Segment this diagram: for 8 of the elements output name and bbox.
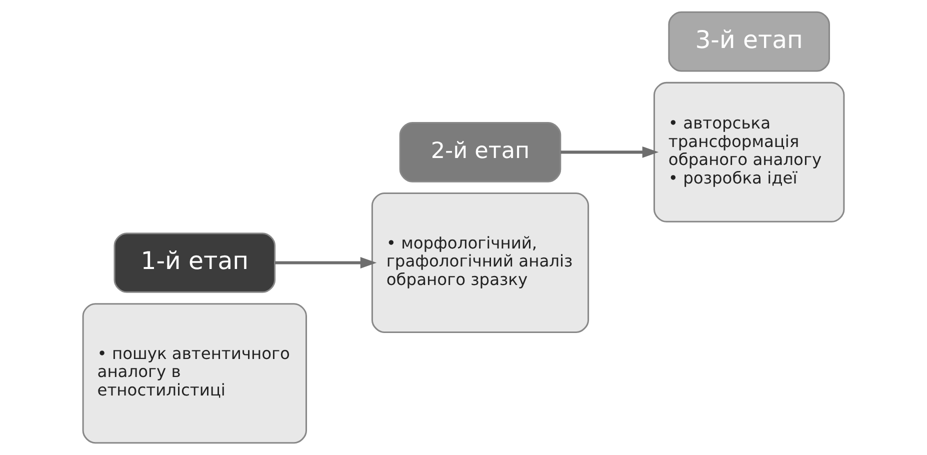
arrow — [560, 146, 659, 158]
node-box: • пошук автентичного аналогу в етностилістиці — [82, 303, 307, 444]
node-box: 3-й етап — [668, 11, 830, 72]
node-box: 2-й етап — [399, 122, 562, 182]
arrow — [275, 257, 377, 268]
node-box: • морфологічний, графологічний аналіз обраного зразку — [371, 192, 590, 333]
node-box: • авторська трансформація обраного аналогу • розробка ідеї — [653, 82, 845, 222]
node-box: 1-й етап — [114, 232, 276, 293]
